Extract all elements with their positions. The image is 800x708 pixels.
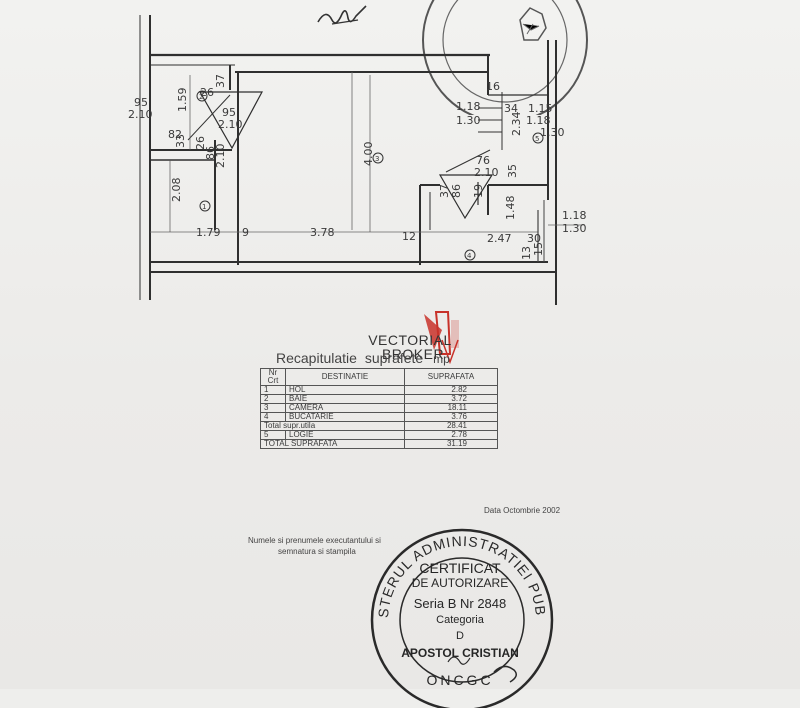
room-marker-3: 3	[372, 152, 384, 164]
stamp-line5: D	[456, 630, 464, 642]
header-suprafata: SUPRAFATA	[404, 368, 498, 386]
header-nr-text: Nr	[268, 368, 278, 377]
room-marker-2: 2	[196, 90, 208, 102]
dim-label: 33	[174, 134, 187, 148]
dim-label: 1.18	[562, 209, 587, 222]
floor-plan: 95 2.10 1.59 37 26 95 2.10 82 33 26 86 2…	[128, 15, 587, 305]
room-marker-1: 1	[199, 200, 211, 212]
dim-label: 1.59	[176, 88, 189, 113]
dim-label: 35	[506, 164, 519, 178]
watermark: VECTORIAL BROKER	[340, 333, 480, 361]
room-marker-4: 4	[464, 249, 476, 261]
dim-label: 86	[204, 146, 217, 160]
dim-label: 86	[450, 184, 463, 198]
dim-label: 1.30	[562, 222, 587, 235]
dim-label: 2.08	[170, 178, 183, 203]
total-row: TOTAL SUPRAFATA 31.19	[260, 439, 498, 449]
authorization-stamp: MINISTERUL ADMINISTRATIEI PUBLICE	[364, 512, 554, 708]
total-value: 31.19	[404, 439, 498, 449]
dim-label: 1.15	[528, 102, 553, 115]
dim-label: 16	[486, 80, 500, 93]
room-number: 1	[202, 203, 206, 211]
watermark-line1: VECTORIAL	[368, 332, 452, 348]
dim-label: 34	[504, 102, 518, 115]
dim-label: 12	[402, 230, 416, 243]
dim-label: 1.30	[540, 126, 565, 139]
room-number: 5	[535, 135, 539, 143]
dim-label: 3.78	[310, 226, 335, 239]
stamp-line6: APOSTOL CRISTIAN	[401, 646, 519, 660]
dim-label: 76	[476, 154, 490, 167]
table-title-unit: mp	[433, 352, 450, 366]
stamp-line1: CERTIFICAT	[419, 560, 501, 576]
signature-top	[317, 5, 367, 25]
dim-label: 2.10	[214, 144, 227, 169]
dim-label: 26	[200, 86, 214, 99]
stamp-line4: Categoria	[436, 614, 484, 626]
dim-label: 1.18	[456, 100, 481, 113]
dim-label: 19	[472, 184, 485, 198]
dim-label: 95	[134, 96, 148, 109]
dim-label: 2.47	[487, 232, 512, 245]
stamp-bottom: ONCGC	[426, 672, 494, 688]
table-header-row: Nr Crt DESTINATIE SUPRAFATA	[260, 368, 498, 386]
dim-label: 1.79	[196, 226, 221, 239]
scanned-paper	[0, 0, 800, 689]
table-title-main: Recapitulatie	[276, 350, 357, 366]
watermark-line2: BROKER	[381, 346, 445, 362]
room-number: 2	[199, 93, 203, 101]
dim-label: 82	[168, 128, 182, 141]
dim-label: 2.34	[510, 112, 523, 137]
dim-label: 1.30	[456, 114, 481, 127]
dim-label: 1.48	[504, 196, 517, 221]
room-marker-5: 5	[532, 132, 544, 144]
header-destinatie: DESTINATIE	[285, 368, 405, 386]
dim-label: 4.00	[362, 142, 375, 167]
room-number: 4	[467, 252, 472, 260]
dim-label: 30	[527, 232, 541, 245]
header-crt-text: Crt	[267, 376, 279, 385]
dim-label: 15	[532, 242, 545, 256]
header-nr: Nr Crt	[260, 368, 286, 386]
dim-label: 1.18	[526, 114, 551, 127]
top-seal	[422, 0, 588, 115]
document-date: Data Octombrie 2002	[484, 506, 561, 515]
executant-line2: semnatura si stampila	[278, 547, 356, 556]
stamp-line2: DE AUTORIZARE	[411, 576, 509, 590]
dim-label: 26	[194, 136, 207, 150]
table-title-rest: suprafete	[364, 350, 424, 366]
room-number: 3	[375, 155, 379, 163]
stamp-line3: Seria B Nr 2848	[413, 596, 507, 611]
executant-line1: Numele si prenumele executantului si	[248, 536, 381, 545]
vectorial-broker-logo-icon	[424, 311, 459, 364]
surfaces-table: Nr Crt DESTINATIE SUPRAFATA 1 HOL 2.82 2…	[260, 368, 498, 449]
dim-label: 2.10	[128, 108, 153, 121]
dim-label: 2.10	[474, 166, 499, 179]
dim-label: 37	[438, 184, 451, 198]
table-title: Recapitulatie suprafete mp	[276, 350, 450, 366]
dim-label: 2.10	[218, 118, 243, 131]
dim-label: 13	[520, 246, 533, 260]
dim-label: 95	[222, 106, 236, 119]
executant-note: Numele si prenumele executantului si sem…	[248, 535, 381, 557]
dim-label: 9	[242, 226, 249, 239]
total-util-label: Total supr.utila	[260, 421, 405, 431]
dim-label: 37	[214, 74, 227, 88]
total-label: TOTAL SUPRAFATA	[260, 439, 405, 449]
